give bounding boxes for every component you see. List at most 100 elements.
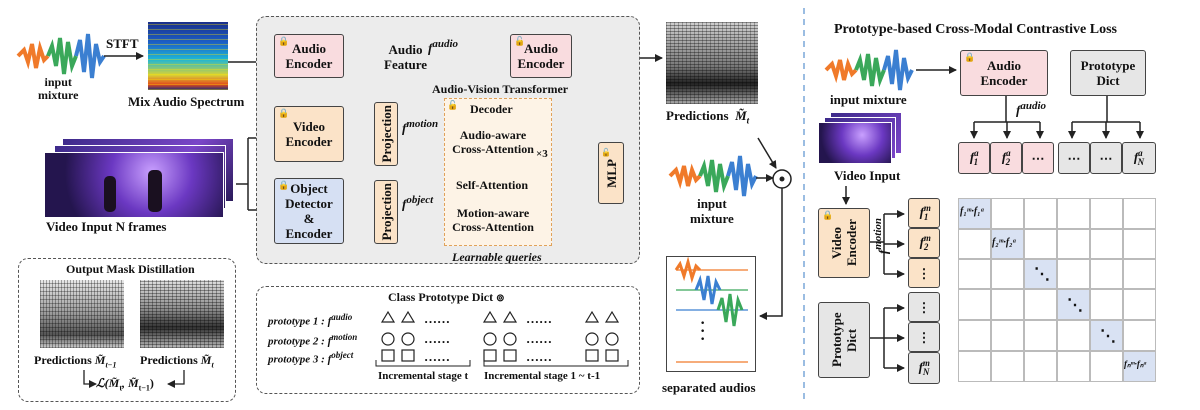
projection-object-block: Projection	[374, 180, 398, 244]
avt-title: Audio-Vision Transformer	[432, 82, 569, 96]
omd-title: Output Mask Distillation	[66, 262, 195, 276]
lock-icon: 🔒	[822, 210, 834, 220]
dots-4: ……	[526, 311, 552, 326]
dots-3: ……	[424, 349, 450, 364]
incremental-stage-1-t1-label: Incremental stage 1 ~ t-1	[484, 370, 601, 382]
stft-label: STFT	[106, 36, 139, 51]
video-frame-stack	[44, 138, 236, 218]
matrix-cell-diag-1	[958, 198, 991, 229]
dots-6: ……	[526, 349, 552, 364]
diag-label-1: f₁ᵐ·f₁ᵃ	[960, 206, 984, 217]
proto-vdots-2: ⋮	[908, 322, 940, 352]
audio-encoder-block: 🔒 Audio Encoder	[274, 34, 344, 78]
feat-f2a: fa2	[990, 142, 1022, 174]
matrix-cell-diag-3	[1024, 259, 1057, 289]
proto-fNm: fmN	[908, 352, 940, 384]
mix-audio-spectrogram	[148, 22, 228, 90]
ddots-2: ⋱	[1067, 297, 1083, 314]
decoder-label: Decoder	[470, 102, 513, 116]
input-mixture-waveform-icon	[16, 33, 106, 79]
proto-ellipsis-2: ⋯	[1090, 142, 1122, 174]
matrix-cell-diag-4	[1057, 289, 1090, 320]
right-waveform-icon	[824, 49, 914, 91]
feat-f1m: fm1	[908, 198, 940, 228]
f-object-label: fobject	[402, 194, 434, 212]
feat-vdots-m: ⋮	[908, 258, 940, 288]
lock-icon: 🔒	[278, 36, 290, 46]
right-f-motion-label: fmotion	[872, 218, 891, 255]
right-prototype-dict-v-block: Prototype Dict	[818, 302, 870, 378]
video-input-label: Video Input N frames	[46, 219, 167, 234]
feat-f2m: fm2	[908, 228, 940, 258]
right-panel-title: Prototype-based Cross-Modal Contrastive …	[834, 22, 1117, 37]
object-detector-block: 🔒 Object Detector & Encoder	[274, 178, 344, 244]
right-video-frame-stack	[818, 112, 902, 164]
diag-label-n: fₙᵐ·fₙᵃ	[1124, 359, 1147, 369]
right-video-encoder-block: 🔒 Video Encoder	[818, 208, 870, 278]
class-prototype-dict-box	[256, 286, 640, 394]
distillation-loss-label: ℒ(M̃t, M̃t−1)	[96, 376, 154, 393]
right-audio-encoder-block: 🔒 Audio Encoder	[960, 50, 1048, 96]
self-attention-label: Self-Attention	[456, 178, 528, 192]
omd-mask-curr-image	[140, 280, 224, 348]
right-video-input-label: Video Input	[834, 168, 901, 183]
output-mask-distillation-box	[18, 258, 236, 402]
lock-open-icon: 🔓	[514, 36, 526, 46]
omd-pred-curr-label: Predictions M̃t	[140, 353, 214, 370]
f-motion-label: fmotion	[402, 118, 439, 136]
lock-icon: 🔒	[964, 52, 976, 62]
proto-vdots-1: ⋮	[908, 292, 940, 322]
vertical-ellipsis: ···	[700, 315, 706, 348]
audio-vision-transformer-block	[444, 98, 552, 246]
lock-icon: 🔒	[278, 108, 290, 118]
lock-icon: 🔒	[278, 180, 290, 190]
diag-label-2: f₂ᵐ·f₂ᵃ	[992, 237, 1016, 248]
dots-2: ……	[424, 331, 450, 346]
right-input-mixture-label: input mixture	[830, 92, 907, 107]
dots-5: ……	[526, 331, 552, 346]
right-f-audio-label: faudio	[1016, 100, 1047, 118]
prototype-3-label: prototype 3 : fobject	[268, 350, 354, 366]
predictions-mt-label: Predictions M̃t	[666, 108, 750, 126]
matrix-cell-diag-6	[1123, 351, 1156, 382]
prototype-shapes	[380, 310, 620, 362]
fingerprint-icon: ⊚	[496, 293, 505, 304]
feat-ellipsis-a: ⋯	[1022, 142, 1054, 174]
matrix-cell-diag-2	[991, 229, 1024, 259]
learnable-queries-label: Learnable queries	[452, 250, 542, 264]
similarity-matrix: f₁ᵐ·f₁ᵃ f₂ᵐ·f₂ᵃ ⋱ ⋱ ⋱ fₙᵐ·fₙᵃ	[958, 198, 1156, 382]
times-three-label: ×3	[536, 148, 548, 160]
incremental-stage-t-label: Incremental stage t	[378, 370, 469, 382]
feat-f1a: fa1	[958, 142, 990, 174]
ddots-1: ⋱	[1034, 266, 1050, 283]
proto-fNa: faN	[1122, 142, 1156, 174]
prototype-2-label: prototype 2 : fmotion	[268, 332, 358, 348]
separated-audios-label: separated audios	[662, 380, 756, 395]
proto-ellipsis-1: ⋯	[1058, 142, 1090, 174]
lock-open-icon: 🔓	[601, 148, 611, 157]
f-audio-label: faudio	[428, 38, 459, 56]
omd-mask-prev-image	[40, 280, 124, 348]
lock-open-icon: 🔓	[447, 100, 459, 110]
separated-audios-box	[666, 256, 756, 372]
mix-audio-spectrum-label: Mix Audio Spectrum	[128, 94, 245, 109]
dots-1: ……	[424, 311, 450, 326]
ddots-3: ⋱	[1100, 328, 1116, 345]
video-encoder-block: 🔒 Video Encoder	[274, 106, 344, 162]
separated-audio-waves	[674, 256, 748, 363]
prototype-1-label: prototype 1 : faudio	[268, 312, 353, 328]
projection-motion-block: Projection	[374, 102, 398, 166]
predictions-mask-image	[666, 22, 758, 104]
matrix-cell-diag-5	[1090, 320, 1123, 351]
omd-pred-prev-label: Predictions M̃t−1	[34, 353, 117, 370]
audio-encoder-2-block: 🔓 Audio Encoder	[510, 34, 572, 78]
cpd-title: Class Prototype Dict ⊚	[388, 290, 505, 304]
mlp-block: 🔓 MLP	[598, 142, 624, 204]
middle-waveform-icon	[668, 155, 758, 197]
